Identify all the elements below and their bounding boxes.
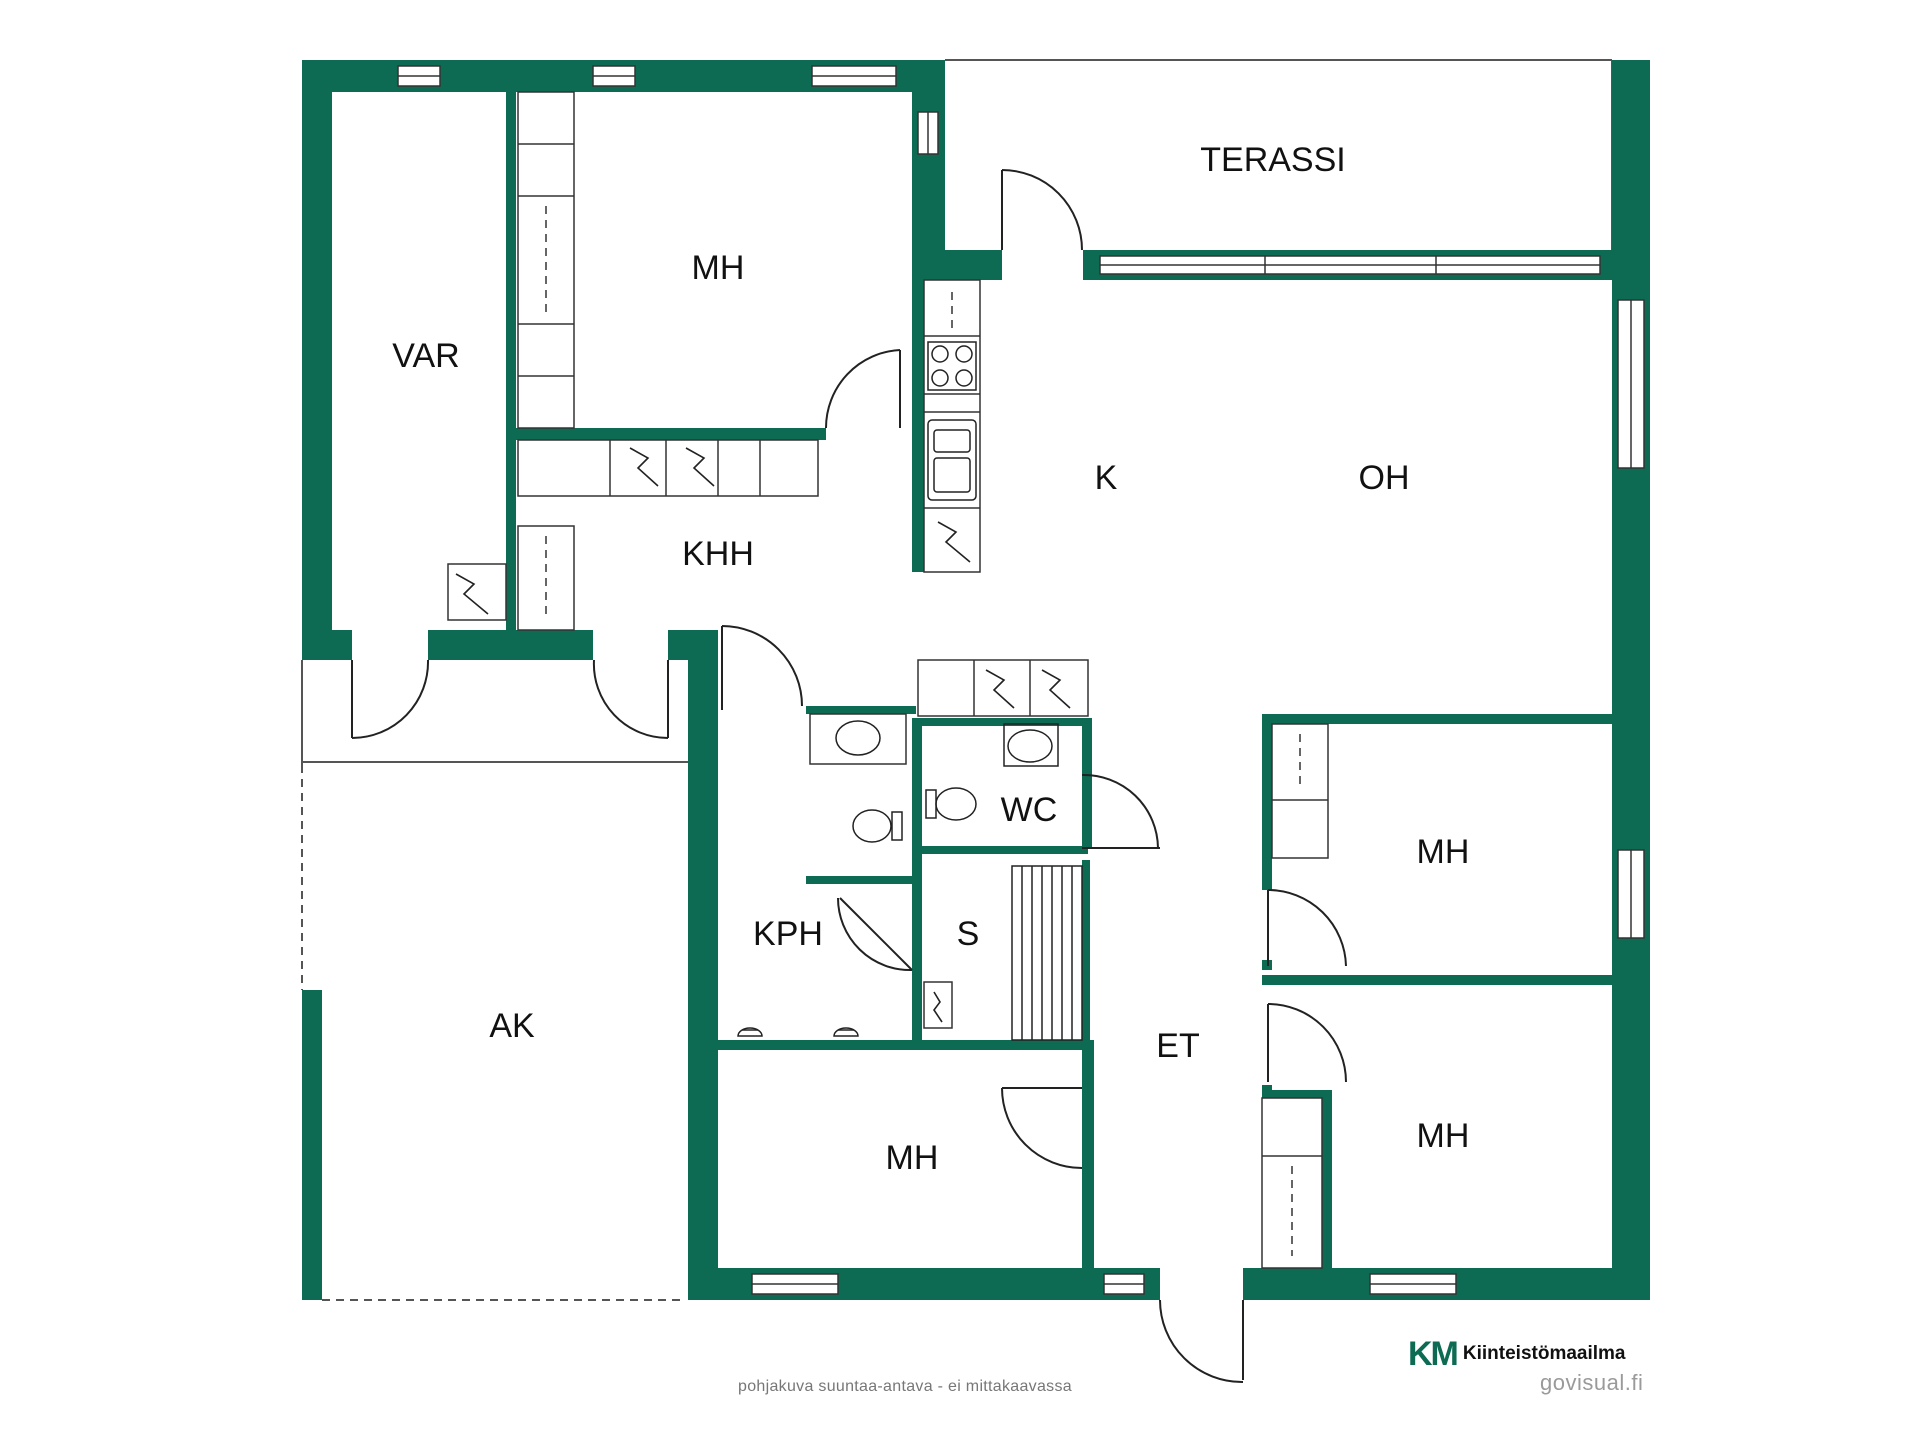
room-label-kph: KPH (753, 915, 823, 953)
room-label-et: ET (1156, 1027, 1199, 1065)
electric-appliance-icon (455, 447, 1071, 1023)
carport-outline (301, 660, 688, 1301)
brand-logo: KM Kiinteistömaailma (1408, 1334, 1626, 1374)
washbasin-icon (835, 720, 1059, 767)
room-label-terassi: TERASSI (1200, 141, 1345, 179)
sink-icon (927, 419, 977, 501)
cabinets (447, 91, 1329, 1269)
room-label-mh-top: MH (692, 249, 745, 287)
stove-icon (927, 341, 977, 391)
room-label-ak: AK (489, 1007, 535, 1045)
toilet-icon (852, 787, 977, 843)
sauna-bench-icon (1011, 865, 1083, 1041)
scale-disclaimer: pohjakuva suuntaa-antava - ei mittakaava… (738, 1378, 1072, 1395)
door-swing-icon (351, 169, 1347, 1384)
room-label-khh: KHH (682, 535, 754, 573)
room-label-mh-right-lower: MH (1417, 1117, 1470, 1155)
shower-icon (737, 1027, 859, 1037)
room-label-wc: WC (1001, 791, 1058, 829)
walls (302, 60, 1650, 1300)
room-label-mh-right-upper: MH (1417, 833, 1470, 871)
credit-text: govisual.fi (1540, 1370, 1644, 1395)
brand-mark: KM (1408, 1334, 1459, 1373)
brand-name: Kiinteistömaailma (1462, 1343, 1626, 1364)
room-label-k: K (1095, 459, 1118, 497)
room-label-s: S (957, 915, 980, 953)
window-icon (397, 65, 1645, 1295)
room-label-mh-bottom: MH (886, 1139, 939, 1177)
room-label-oh: OH (1359, 459, 1410, 497)
room-label-var: VAR (392, 337, 459, 375)
